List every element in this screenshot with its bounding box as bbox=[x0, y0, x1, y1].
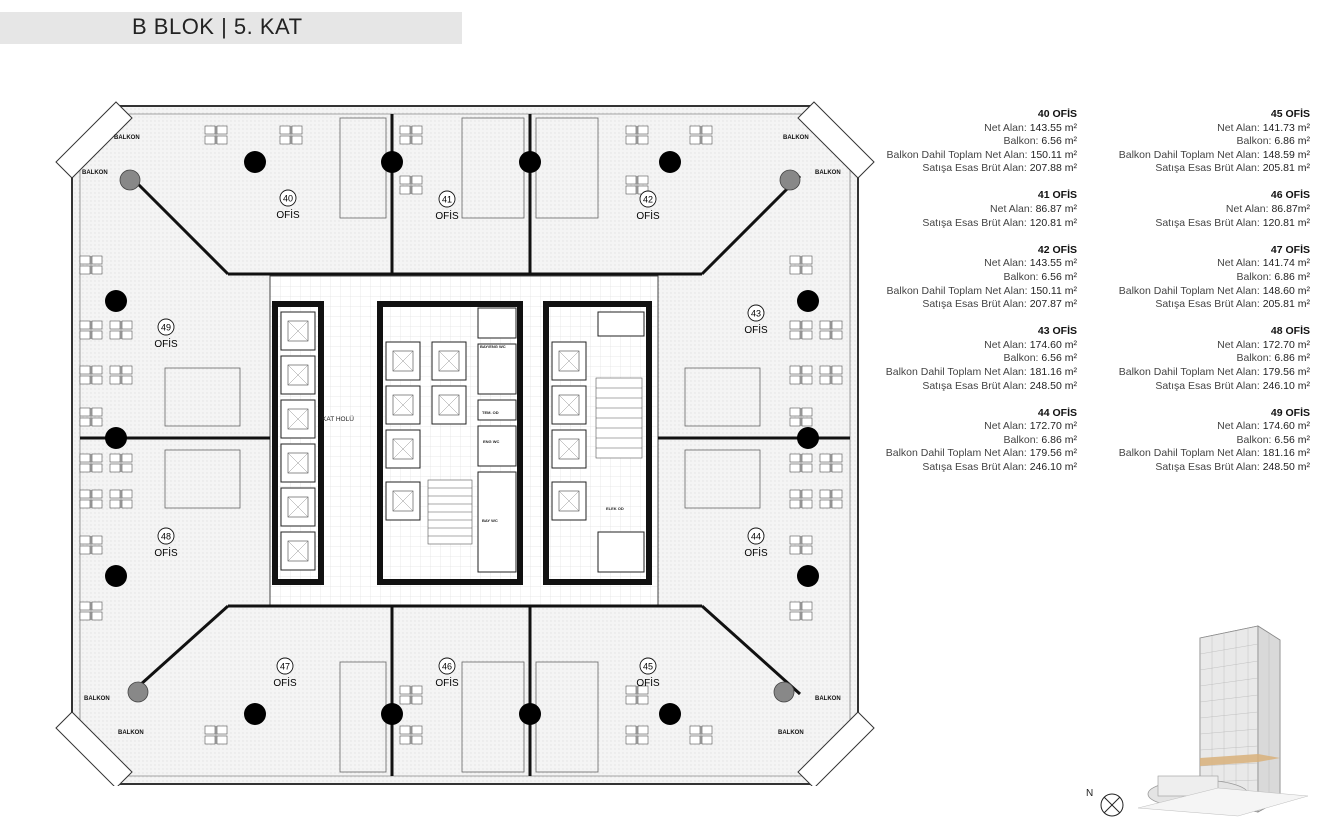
office-44[interactable]: 44 OFİS bbox=[744, 527, 768, 559]
legend-entry-49: 49 OFİS Net Alan: 174.60 m² Balkon: 6.56… bbox=[1118, 406, 1310, 474]
wc-label-2: TEM. OD bbox=[482, 410, 499, 415]
elec-label: ELEK OD bbox=[606, 506, 624, 511]
wc-label-1: BAY/ENG WC bbox=[480, 344, 506, 349]
balcony-label-ne: BALKON bbox=[783, 135, 809, 141]
legend-entry-44: 44 OFİS Net Alan: 172.70 m² Balkon: 6.86… bbox=[885, 406, 1077, 474]
office-46[interactable]: 46 OFİS bbox=[435, 657, 459, 689]
svg-text:41: 41 bbox=[442, 195, 452, 205]
office-42[interactable]: 42 OFİS bbox=[636, 190, 660, 222]
office-41[interactable]: 41 OFİS bbox=[435, 190, 459, 222]
office-47[interactable]: 47 OFİS bbox=[273, 657, 297, 689]
balconies bbox=[55, 101, 875, 786]
svg-text:OFİS: OFİS bbox=[636, 676, 660, 689]
svg-text:40: 40 bbox=[283, 194, 293, 204]
legend-entry-47: 47 OFİS Net Alan: 141.74 m² Balkon: 6.86… bbox=[1118, 243, 1310, 311]
svg-text:46: 46 bbox=[442, 662, 452, 672]
svg-text:47: 47 bbox=[280, 662, 290, 672]
columns bbox=[105, 151, 819, 725]
svg-text:OFİS: OFİS bbox=[744, 323, 768, 336]
legend-entry-42: 42 OFİS Net Alan: 143.55 m² Balkon: 6.56… bbox=[886, 243, 1077, 311]
title-bar: B BLOK | 5. KAT bbox=[0, 12, 462, 44]
svg-text:OFİS: OFİS bbox=[154, 546, 178, 559]
stairs bbox=[427, 377, 643, 545]
legend-entry-46: 46 OFİS Net Alan: 86.87m² Satışa Esas Br… bbox=[1155, 189, 1310, 229]
office-48[interactable]: 48 OFİS bbox=[154, 527, 178, 559]
legend-column-1: 40 OFİS Net Alan: 143.55 m² Balkon: 6.56… bbox=[877, 108, 1077, 488]
wc-label-3: ENG WC bbox=[483, 439, 500, 444]
svg-text:44: 44 bbox=[751, 532, 761, 542]
svg-text:42: 42 bbox=[643, 195, 653, 205]
svg-text:45: 45 bbox=[643, 662, 653, 672]
svg-text:OFİS: OFİS bbox=[744, 546, 768, 559]
legend-entry-48: 48 OFİS Net Alan: 172.70 m² Balkon: 6.86… bbox=[1118, 325, 1310, 392]
core-walls bbox=[272, 301, 652, 585]
svg-text:49: 49 bbox=[161, 323, 171, 333]
svg-text:OFİS: OFİS bbox=[435, 209, 459, 222]
partition-walls bbox=[80, 114, 850, 776]
balcony-label-sw: BALKON bbox=[84, 696, 110, 702]
wc-rooms bbox=[477, 307, 645, 573]
office-45[interactable]: 45 OFİS bbox=[636, 657, 660, 689]
svg-text:OFİS: OFİS bbox=[154, 337, 178, 350]
building-illustration bbox=[1138, 625, 1308, 817]
legend-entry-45: 45 OFİS Net Alan: 141.73 m² Balkon: 6.86… bbox=[1118, 108, 1310, 175]
svg-text:43: 43 bbox=[751, 309, 761, 319]
legend-entry-43: 43 OFİS Net Alan: 174.60 m² Balkon: 6.56… bbox=[885, 325, 1077, 392]
legend-entry-41: 41 OFİS Net Alan: 86.87 m² Satışa Esas B… bbox=[922, 189, 1077, 229]
balcony-label-ssw: BALKON bbox=[118, 730, 144, 736]
balcony-label-sse: BALKON bbox=[778, 730, 804, 736]
balcony-label-w: BALKON bbox=[82, 170, 108, 176]
core-hall bbox=[269, 275, 659, 607]
svg-text:OFİS: OFİS bbox=[273, 676, 297, 689]
wc-label-4: BAY WC bbox=[482, 518, 498, 523]
office-49[interactable]: 49 OFİS bbox=[154, 318, 178, 350]
north-label: N bbox=[1086, 788, 1093, 799]
floor-plan: KAT HOLÜ BAY/ENG WC TEM. OD ENG WC BAY W… bbox=[55, 101, 875, 786]
page-title: B BLOK | 5. KAT bbox=[132, 14, 303, 39]
balcony-label-se: BALKON bbox=[815, 696, 841, 702]
office-43[interactable]: 43 OFİS bbox=[744, 304, 768, 336]
legend-entry-40: 40 OFİS Net Alan: 143.55 m² Balkon: 6.56… bbox=[886, 108, 1077, 175]
office-40[interactable]: 40 OFİS bbox=[276, 189, 300, 221]
corner-columns bbox=[119, 169, 801, 703]
balcony-label-nw: BALKON bbox=[114, 135, 140, 141]
svg-text:OFİS: OFİS bbox=[435, 676, 459, 689]
balcony-label-e: BALKON bbox=[815, 170, 841, 176]
legend-column-2: 45 OFİS Net Alan: 141.73 m² Balkon: 6.86… bbox=[1110, 108, 1310, 488]
svg-text:48: 48 bbox=[161, 532, 171, 542]
svg-text:OFİS: OFİS bbox=[276, 208, 300, 221]
north-arrow-icon: N bbox=[1086, 788, 1124, 817]
core-label: KAT HOLÜ bbox=[322, 415, 354, 423]
svg-text:OFİS: OFİS bbox=[636, 209, 660, 222]
